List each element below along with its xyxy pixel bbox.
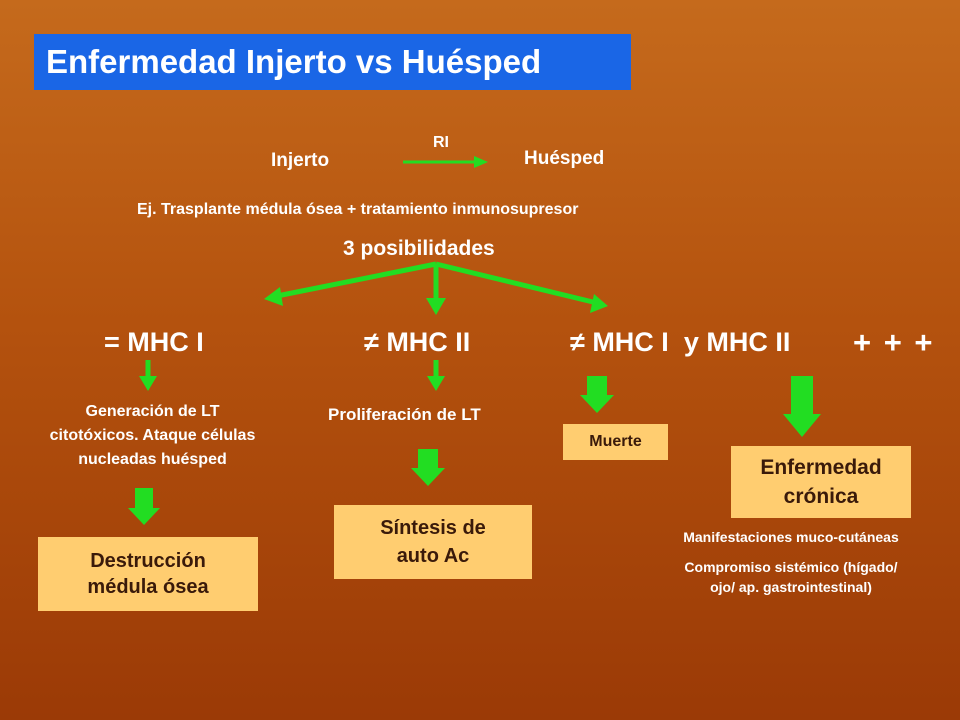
down-arrow-b2 bbox=[427, 360, 445, 391]
branch3-label: ≠ MHC I y MHC II bbox=[570, 327, 791, 357]
source-label: Injerto bbox=[271, 150, 330, 171]
branch1-effect-line: citotóxicos. Ataque células bbox=[49, 427, 256, 444]
edge-label: RI bbox=[433, 134, 449, 151]
example-text: Ej. Trasplante médula ósea + tratamiento… bbox=[137, 201, 579, 218]
block-arrow-muerte bbox=[580, 376, 614, 413]
result-line: médula ósea bbox=[87, 576, 209, 598]
flow-arrow bbox=[403, 156, 488, 168]
result-line: Enfermedad bbox=[760, 456, 882, 479]
branch-arrows bbox=[264, 261, 608, 315]
slide-title: Enfermedad Injerto vs Huésped bbox=[34, 34, 631, 90]
result-line: crónica bbox=[783, 485, 859, 508]
result-box-muerte: Muerte bbox=[563, 424, 668, 460]
branch1-label: = MHC I bbox=[104, 327, 204, 357]
down-arrow-b1 bbox=[139, 360, 157, 391]
block-arrow-b2 bbox=[411, 449, 445, 486]
severity-marker: + + + bbox=[853, 325, 935, 360]
branch2-label: ≠ MHC II bbox=[364, 327, 471, 357]
result-line: auto Ac bbox=[396, 545, 470, 567]
possibilities-header: 3 posibilidades bbox=[343, 237, 495, 260]
block-arrow-b1 bbox=[128, 488, 160, 525]
chronic-note-line: Manifestaciones muco-cutáneas bbox=[683, 529, 899, 545]
result-line: Síntesis de bbox=[380, 517, 486, 539]
chronic-notes: Manifestaciones muco-cutáneas Compromiso… bbox=[630, 527, 952, 597]
result-box-cronica: Enfermedad crónica bbox=[731, 446, 911, 518]
chronic-note-line: Compromiso sistémico (hígado/ bbox=[684, 559, 898, 575]
chronic-note-line: ojo/ ap. gastrointestinal) bbox=[710, 579, 872, 595]
target-label: Huésped bbox=[524, 148, 605, 169]
branch1-effect: Generación de LT citotóxicos. Ataque cél… bbox=[0, 400, 305, 472]
branch1-effect-line: Generación de LT bbox=[85, 403, 220, 420]
result-box-destruccion: Destrucción médula ósea bbox=[38, 537, 258, 611]
result-line: Destrucción bbox=[90, 550, 206, 572]
branch2-effect: Proliferación de LT bbox=[328, 405, 481, 424]
branch1-effect-line: nucleadas huésped bbox=[78, 451, 227, 468]
block-arrow-cronica bbox=[783, 376, 821, 437]
result-box-sintesis: Síntesis de auto Ac bbox=[334, 505, 532, 579]
